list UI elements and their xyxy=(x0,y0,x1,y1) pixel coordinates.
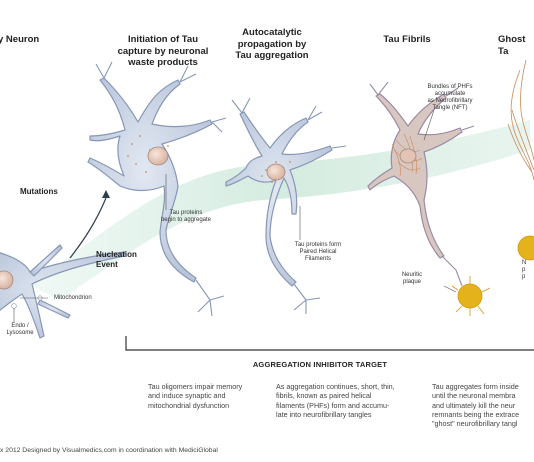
stage-title-3: Autocatalytic propagation by Tau aggrega… xyxy=(235,27,309,61)
dendrites-4 xyxy=(369,81,475,287)
label-mitochondrion: Mitochondrion xyxy=(54,295,92,301)
neuron-propagation xyxy=(225,111,333,287)
leader-lines xyxy=(13,109,457,322)
inhibitor-bracket xyxy=(125,336,534,351)
neuritic-plaque xyxy=(451,276,491,316)
label-ghost-partial: N p p xyxy=(522,260,527,280)
stage-title-1: y Neuron xyxy=(0,34,40,45)
endo-dot xyxy=(11,303,17,309)
description-oligomers: Tau oligomers impair memory and induce s… xyxy=(148,382,243,410)
stage-title-5: Ghost Ta xyxy=(498,34,526,57)
dendrites-2 xyxy=(95,61,227,317)
label-neuritic-plaque: Neuritic plaque xyxy=(401,272,423,285)
neuron-fibrils xyxy=(367,93,463,259)
mutations-arrow xyxy=(69,197,107,259)
stage-title-2: Initiation of Tau capture by neuronal wa… xyxy=(117,34,209,68)
nucleus-4 xyxy=(399,148,417,164)
label-tau-phf: Tau proteins form Paired Helical Filamen… xyxy=(294,242,342,262)
label-nucleation: Nucleation Event xyxy=(96,250,137,269)
label-nft: Bundles of PHFs accumulate as Neurofibri… xyxy=(427,84,473,111)
description-phf: As aggregation continues, short, thin, f… xyxy=(276,382,395,419)
nucleus-2 xyxy=(147,146,169,166)
ghost-tangle xyxy=(507,59,534,181)
label-tau-aggregate: Tau proteins begin to aggregate xyxy=(160,210,212,223)
neuron-healthy xyxy=(0,244,126,339)
aggregation-inhibitor-label: AGGREGATION INHIBITOR TARGET xyxy=(252,360,388,369)
stage-title-4: Tau Fibrils xyxy=(383,34,431,45)
label-endo-lysosome: Endo / Lysosome xyxy=(6,323,34,336)
neuron-initiation xyxy=(87,77,213,283)
nucleus-3 xyxy=(266,163,286,181)
ghost-plaque xyxy=(517,235,534,261)
nucleus-1 xyxy=(0,270,14,290)
credit-line: x 2012 Designed by Visualmedics.com in c… xyxy=(0,447,218,454)
label-mutations: Mutations xyxy=(20,187,58,196)
dendrites-3 xyxy=(231,97,347,314)
description-ghost: Tau aggregates form inside until the neu… xyxy=(432,382,520,429)
